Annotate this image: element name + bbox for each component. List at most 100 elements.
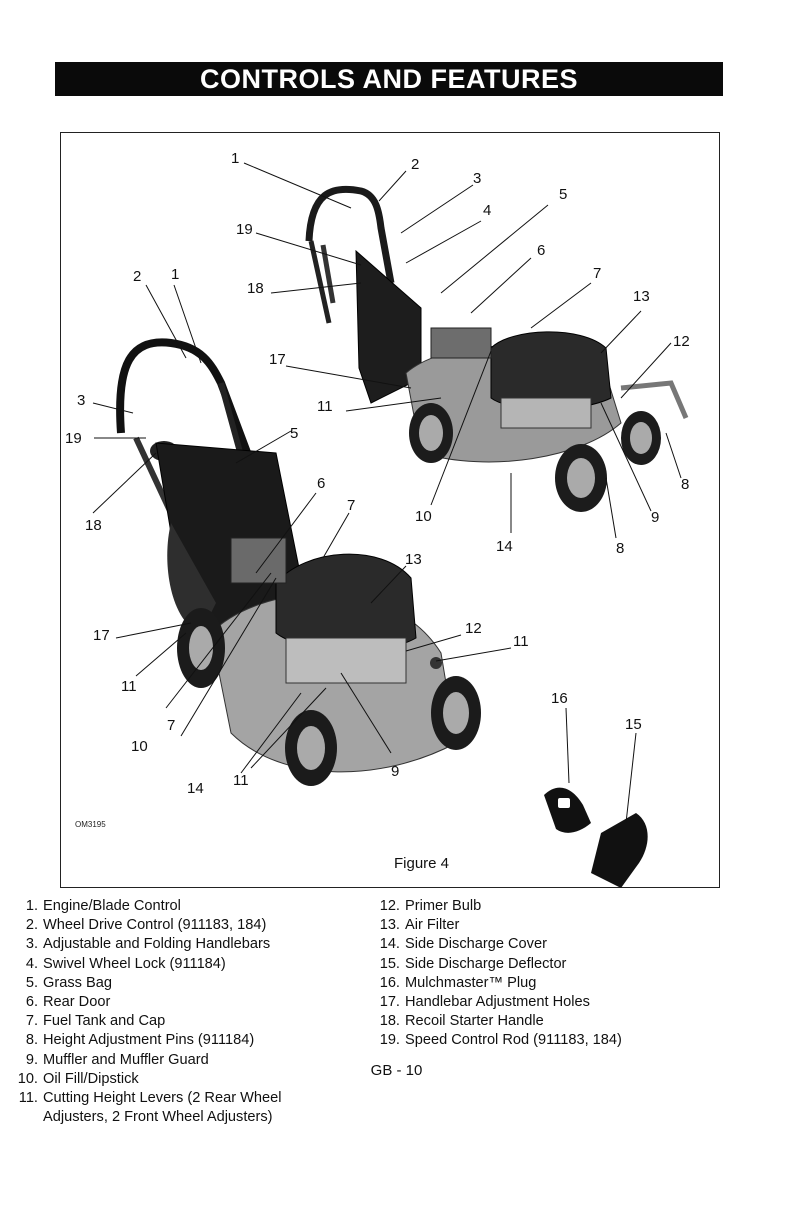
callouts-front: 2 1 3 19 18 5 6 7 13 17 11 12 11 16 15 7…	[65, 266, 642, 797]
callout-label: 7	[593, 265, 601, 282]
legend-item: 15. Side Discharge Deflector	[372, 955, 702, 974]
callout-label: 14	[187, 780, 204, 797]
callouts-rear: 1 2 3 4 5 6 7 13 12 19 18 17 11 8 9 10 1…	[231, 150, 690, 557]
callout-label: 9	[651, 509, 659, 526]
legend-item: 3. Adjustable and Folding Handlebars	[10, 935, 360, 954]
legend-item: 5. Grass Bag	[10, 974, 360, 993]
callout-label: 5	[290, 425, 298, 442]
callout-label: 11	[233, 772, 249, 789]
legend-item: 19.Speed Control Rod (911183, 184)	[372, 1031, 702, 1050]
callout-label: 18	[247, 280, 264, 297]
mulchmaster-plug-illustration	[544, 787, 591, 833]
legend-number: 1.	[25, 898, 38, 914]
callout-label: 9	[391, 763, 399, 780]
side-discharge-deflector-illustration	[591, 813, 648, 888]
legend-number: 14.	[379, 936, 400, 953]
callout-label: 5	[559, 186, 567, 203]
legend-number: 4.	[25, 955, 38, 972]
callout-label: 19	[65, 430, 82, 447]
legend-text: Side Discharge Deflector	[405, 955, 567, 972]
section-title: CONTROLS AND FEATURES	[55, 62, 723, 96]
legend-number: 11.	[18, 1090, 38, 1107]
legend-item: 2. Wheel Drive Control (911183, 184)	[10, 916, 360, 935]
callout-label: 13	[633, 288, 650, 305]
page-number: GB - 10	[370, 1062, 423, 1079]
legend-number: 16.	[379, 974, 400, 991]
legend-item: 12. Primer Bulb	[372, 897, 702, 916]
mower-front-view	[116, 338, 481, 786]
legend-number: 2.	[25, 917, 38, 934]
callout-label: 6	[537, 242, 545, 259]
callout-label: 7	[347, 497, 355, 514]
figure-caption: Figure 4	[394, 855, 449, 872]
legend-text: Air Filter	[405, 917, 460, 934]
figure-code: OM3195	[75, 820, 106, 829]
callout-label: 11	[317, 398, 333, 415]
legend-item: 11. Cutting Height Levers (2 Rear Wheel	[10, 1089, 360, 1108]
legend-number: 12.	[379, 898, 400, 914]
legend-number: 5.	[25, 974, 38, 991]
legend-item: 8.Height Adjustment Pins (911184)	[10, 1031, 360, 1050]
legend-text: Oil Fill/Dipstick	[43, 1070, 139, 1087]
legend-item: 1. Engine/Blade Control	[10, 897, 360, 916]
legend-item: 4. Swivel Wheel Lock (911184)	[10, 955, 360, 974]
legend-text: Primer Bulb	[405, 898, 482, 914]
callout-label: 16	[551, 690, 568, 707]
callout-label: 4	[483, 202, 491, 219]
callout-label: 1	[171, 266, 179, 283]
legend-text: Adjusters, 2 Front Wheel Adjusters)	[43, 1109, 273, 1126]
callout-label: 15	[625, 716, 642, 733]
legend-item: 14. Side Discharge Cover	[372, 935, 702, 954]
legend-number: 3.	[25, 936, 38, 953]
callout-label: 19	[236, 221, 253, 238]
legend-text: Engine/Blade Control	[43, 898, 181, 914]
legend-text: Cutting Height Levers (2 Rear Wheel	[43, 1090, 282, 1107]
legend-item: 7. Fuel Tank and Cap	[10, 1012, 360, 1031]
legend-number: 8.	[25, 1032, 38, 1049]
callout-label: 17	[269, 351, 286, 368]
legend-item-continuation: Adjusters, 2 Front Wheel Adjusters)	[10, 1108, 360, 1127]
legend-number: 15.	[379, 955, 400, 972]
legend-item: 18. Recoil Starter Handle	[372, 1012, 702, 1031]
legend-text: Muffler and Muffler Guard	[43, 1051, 209, 1068]
callout-label: 8	[616, 540, 624, 557]
callout-label: 18	[85, 517, 102, 534]
mower-rear-view	[305, 185, 689, 512]
callout-label: 17	[93, 627, 110, 644]
legend-item: 13. Air Filter	[372, 916, 702, 935]
legend-item: 10.Oil Fill/Dipstick	[10, 1070, 360, 1089]
legend-item: 16. Mulchmaster™ Plug	[372, 974, 702, 993]
legend-text: Side Discharge Cover	[405, 936, 547, 953]
callout-label: 14	[496, 538, 513, 555]
legend-text: Grass Bag	[43, 974, 112, 991]
legend-number: 7.	[25, 1013, 38, 1030]
legend-text: Wheel Drive Control (911183, 184)	[43, 917, 267, 934]
legend-number: 17.	[379, 994, 400, 1011]
legend-item: 6.Rear Door	[10, 993, 360, 1012]
legend-text: Fuel Tank and Cap	[43, 1013, 166, 1030]
callout-label: 3	[77, 392, 85, 409]
callout-label: 8	[681, 476, 689, 493]
legend-text: Mulchmaster™ Plug	[405, 974, 537, 991]
legend-number: 9.	[25, 1051, 38, 1068]
legend-text: Recoil Starter Handle	[405, 1013, 544, 1030]
legend-number: 13.	[379, 917, 400, 934]
legend-text: Swivel Wheel Lock (911184)	[43, 955, 226, 972]
legend-text: Adjustable and Folding Handlebars	[43, 936, 271, 953]
callout-label: 2	[411, 156, 419, 173]
legend-text: Rear Door	[43, 994, 111, 1011]
leader-lines	[92, 162, 682, 824]
figure-4-frame: 1 2 3 4 5 6 7 13 12 19 18 17 11 8 9 10 1…	[60, 132, 720, 888]
legend-number: 18.	[379, 1013, 400, 1030]
callout-label: 10	[131, 738, 148, 755]
legend-item: 17. Handlebar Adjustment Holes	[372, 993, 702, 1012]
callout-label: 1	[231, 150, 239, 167]
callout-label: 7	[167, 717, 175, 734]
legend-text: Handlebar Adjustment Holes	[405, 994, 590, 1011]
legend-item: 9. Muffler and Muffler Guard	[10, 1051, 360, 1070]
callout-label: 11	[121, 678, 137, 695]
callout-label: 6	[317, 475, 325, 492]
callout-label: 12	[465, 620, 482, 637]
legend-number	[10, 1108, 43, 1127]
legend-left-column: 1. Engine/Blade Control 2. Wheel Drive Con…	[10, 897, 360, 1127]
